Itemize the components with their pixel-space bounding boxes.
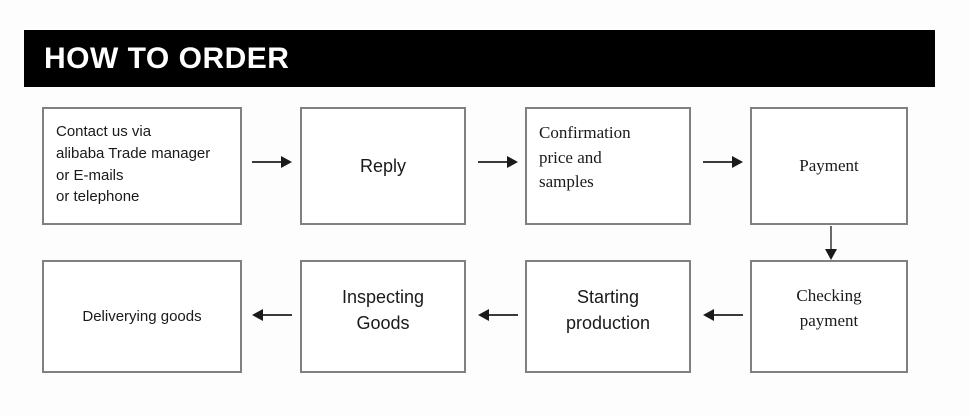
flow-node-starting-production[interactable]: Starting production bbox=[525, 260, 691, 373]
flow-node-confirmation-label: Confirmation price and samples bbox=[539, 123, 631, 192]
page-title: HOW TO ORDER bbox=[44, 41, 290, 75]
flow-node-reply[interactable]: Reply bbox=[300, 107, 466, 225]
flow-node-inspecting[interactable]: Inspecting Goods bbox=[300, 260, 466, 373]
flow-node-delivering[interactable]: Deliverying goods bbox=[42, 260, 242, 373]
flow-node-checking-payment-label: Checking payment bbox=[796, 286, 862, 330]
arrow-left-icon-production-to-inspecting bbox=[478, 308, 518, 322]
flow-node-checking-payment[interactable]: Checking payment bbox=[750, 260, 908, 373]
flow-node-contact[interactable]: Contact us via alibaba Trade manager or … bbox=[42, 107, 242, 225]
arrow-left-icon-inspecting-to-delivering bbox=[252, 308, 292, 322]
flow-node-inspecting-label: Inspecting Goods bbox=[341, 287, 425, 334]
flow-node-payment-label: Payment bbox=[799, 155, 859, 175]
flow-node-delivering-label: Deliverying goods bbox=[82, 307, 202, 325]
flow-node-starting-production-label: Starting production bbox=[565, 287, 651, 334]
arrow-down-icon-payment-to-checking bbox=[823, 226, 839, 260]
arrow-right-icon-reply-to-confirmation bbox=[478, 155, 518, 169]
arrow-left-icon-checking-to-production bbox=[703, 308, 743, 322]
flow-node-confirmation[interactable]: Confirmation price and samples bbox=[525, 107, 691, 225]
flow-node-payment[interactable]: Payment bbox=[750, 107, 908, 225]
header-banner: HOW TO ORDER bbox=[24, 30, 935, 87]
flow-node-contact-label: Contact us via alibaba Trade manager or … bbox=[56, 123, 211, 206]
arrow-right-icon-contact-to-reply bbox=[252, 155, 292, 169]
arrow-right-icon-confirmation-to-payment bbox=[703, 155, 743, 169]
flow-node-reply-label: Reply bbox=[359, 155, 407, 176]
